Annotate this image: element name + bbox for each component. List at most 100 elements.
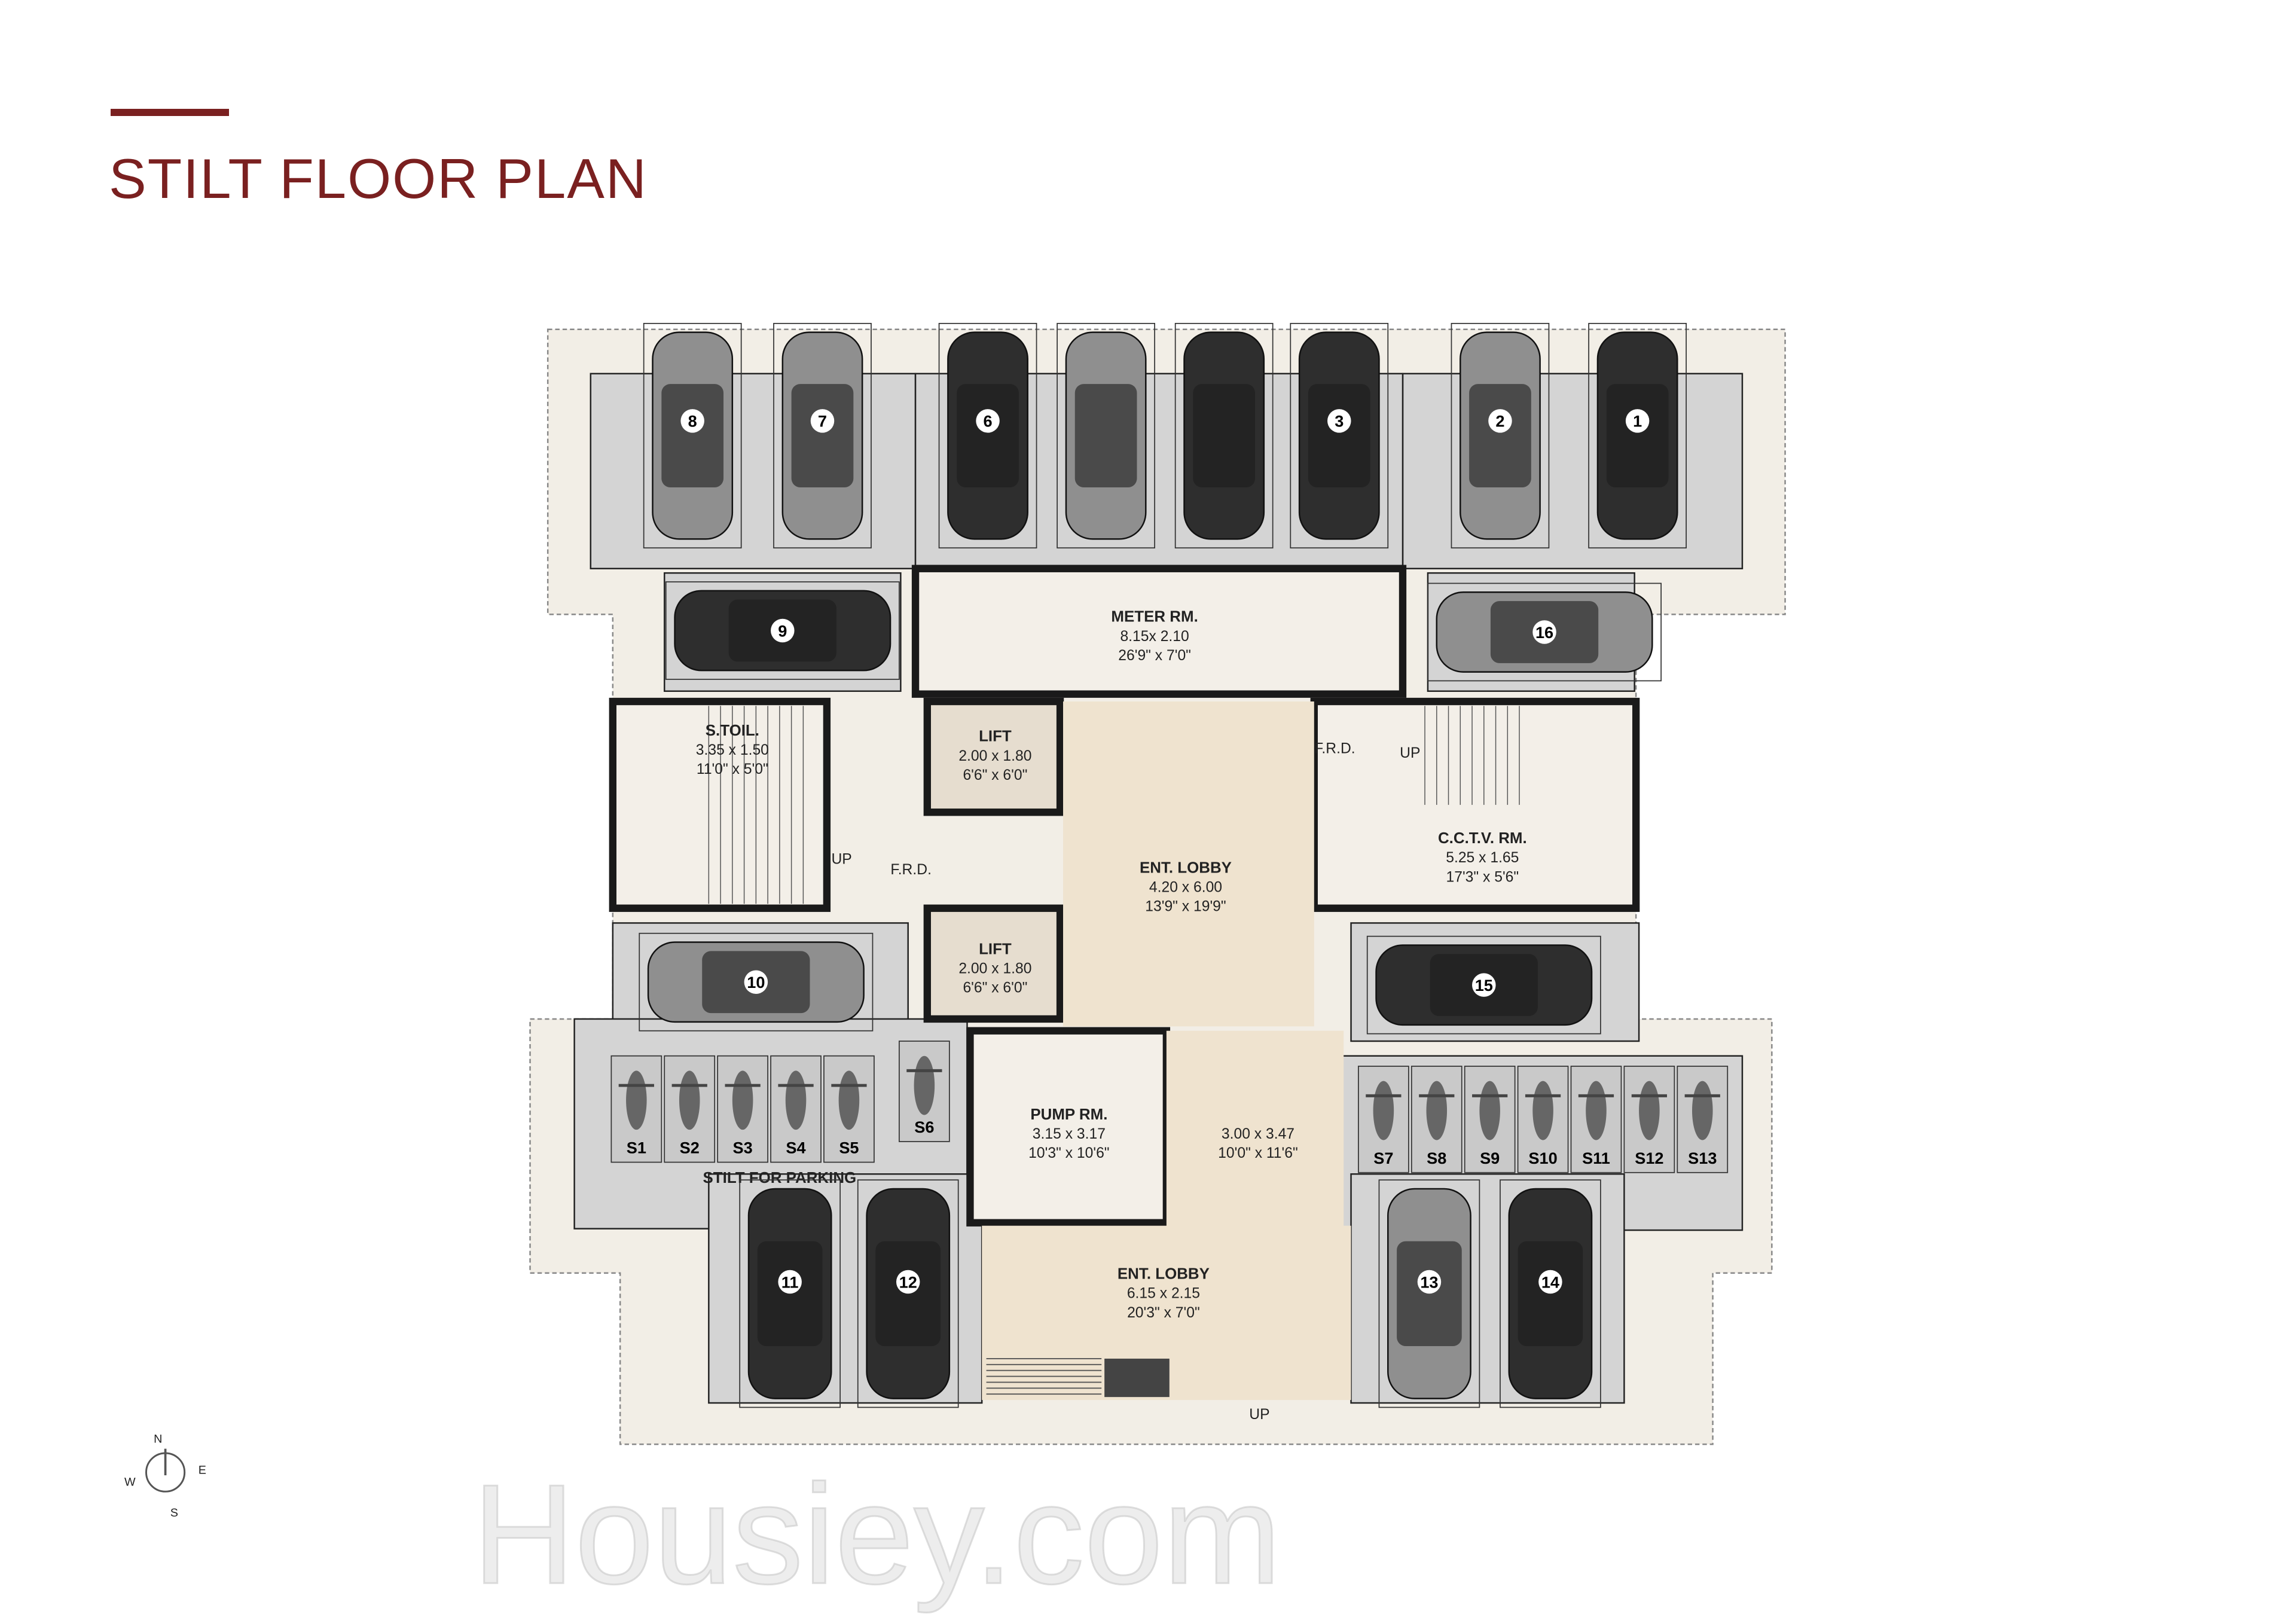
parking-bay bbox=[857, 1179, 959, 1408]
car-number: 10 bbox=[747, 973, 765, 992]
car-number-badge bbox=[1532, 620, 1556, 644]
bike-spot-label: S2 bbox=[680, 1139, 700, 1157]
car-number-badge bbox=[896, 1270, 920, 1294]
car-number-badge bbox=[1417, 1270, 1442, 1294]
motorbike-icon bbox=[679, 1070, 700, 1130]
motorbike-icon bbox=[914, 1055, 935, 1115]
car-number-badge bbox=[1625, 409, 1650, 433]
motorbike-icon bbox=[785, 1070, 807, 1130]
car-number-badge bbox=[778, 1270, 802, 1294]
car-roof bbox=[661, 384, 724, 487]
car-number: 11 bbox=[781, 1273, 799, 1291]
room-imperial-size: 11'0" x 5'0" bbox=[697, 761, 768, 777]
parking-spot-car: 16 bbox=[1427, 582, 1662, 682]
two-wheeler-spot: S3 bbox=[717, 1055, 768, 1163]
motorbike-icon bbox=[1426, 1081, 1448, 1140]
two-wheeler-spot: S9 bbox=[1464, 1066, 1516, 1173]
room-name: METER RM. bbox=[1111, 609, 1198, 626]
car-number-badge bbox=[1327, 409, 1351, 433]
parking-bay bbox=[1588, 322, 1687, 549]
up-label-bottom: UP bbox=[1249, 1407, 1269, 1423]
parking-bay bbox=[643, 322, 742, 549]
room-name: ENT. LOBBY bbox=[1140, 859, 1232, 876]
frd-label-right: F.R.D. bbox=[1314, 740, 1355, 756]
car-number-badge bbox=[771, 618, 795, 643]
bike-spot-label: S9 bbox=[1480, 1149, 1500, 1167]
two-wheeler-spot: S7 bbox=[1358, 1066, 1409, 1173]
parking-bay bbox=[739, 1179, 841, 1408]
room-imperial-size: 17'3" x 5'6" bbox=[1446, 869, 1519, 885]
parking-spot-car: 8 bbox=[643, 322, 742, 549]
two-wheeler-spot: S6 bbox=[899, 1041, 950, 1142]
car-number-badge bbox=[976, 409, 1000, 433]
room-imperial-size: 6'6" x 6'0" bbox=[963, 767, 1027, 783]
bike-spot-label: S7 bbox=[1373, 1149, 1393, 1167]
car-number-badge bbox=[680, 409, 704, 433]
bike-spot-label: S4 bbox=[786, 1139, 805, 1157]
room-name: C.C.T.V. RM. bbox=[1438, 830, 1527, 847]
car-number: 3 bbox=[1335, 412, 1344, 431]
two-wheeler-spot: S10 bbox=[1517, 1066, 1569, 1173]
parking-bay bbox=[1451, 322, 1550, 549]
parking-spot-car: 13 bbox=[1378, 1179, 1480, 1408]
two-wheeler-spot: S5 bbox=[823, 1055, 875, 1163]
car-roof bbox=[1606, 384, 1669, 487]
car-number: 2 bbox=[1495, 412, 1504, 431]
room-imperial-size: 20'3" x 7'0" bbox=[1127, 1305, 1200, 1321]
room-name: LIFT bbox=[979, 941, 1012, 957]
compass-n: N bbox=[154, 1433, 162, 1446]
car-number: 16 bbox=[1535, 623, 1553, 642]
room-metric-size: 3.00 x 3.47 bbox=[1222, 1126, 1294, 1142]
parking-spot-car: 1 bbox=[1588, 322, 1687, 549]
room-label: 3.00 x 3.47 10'0" x 11'6" bbox=[1218, 1126, 1298, 1161]
bike-spot-label: S12 bbox=[1635, 1149, 1663, 1167]
frd-label-left: F.R.D. bbox=[890, 862, 932, 878]
car-number: 12 bbox=[899, 1273, 917, 1291]
two-wheeler-spot: S4 bbox=[770, 1055, 822, 1163]
car-number: 1 bbox=[1633, 412, 1642, 431]
room-imperial-size: 10'0" x 11'6" bbox=[1218, 1145, 1298, 1161]
parking-bay bbox=[1290, 322, 1389, 549]
bike-spot-label: S8 bbox=[1427, 1149, 1446, 1167]
parking-spot-car: 14 bbox=[1500, 1179, 1601, 1408]
car-number: 15 bbox=[1475, 976, 1493, 994]
two-wheeler-spot: S13 bbox=[1677, 1066, 1729, 1173]
bike-spot-label: S3 bbox=[733, 1139, 753, 1157]
car-number: 7 bbox=[818, 412, 827, 431]
car-number: 6 bbox=[984, 412, 993, 431]
compass-e: E bbox=[199, 1464, 206, 1477]
room-metric-size: 3.15 x 3.17 bbox=[1033, 1126, 1106, 1142]
car-roof bbox=[1308, 384, 1370, 487]
motorbike-icon bbox=[838, 1070, 860, 1130]
parking-bay bbox=[1366, 935, 1601, 1035]
entrance-steps bbox=[986, 1357, 1102, 1395]
parking-spot-car: 12 bbox=[857, 1179, 959, 1408]
motorbike-icon bbox=[1639, 1081, 1660, 1140]
car-number-badge bbox=[744, 970, 768, 994]
motorbike-icon bbox=[1479, 1081, 1500, 1140]
room-metric-size: 6.15 x 2.15 bbox=[1127, 1286, 1200, 1302]
parking-bay bbox=[1057, 322, 1155, 549]
car-number-badge bbox=[810, 409, 835, 433]
page-title: STILT FLOOR PLAN bbox=[109, 147, 648, 210]
room-metric-size: 2.00 x 1.80 bbox=[958, 748, 1031, 764]
up-label-right: UP bbox=[1400, 745, 1420, 761]
car-roof bbox=[1397, 1241, 1462, 1346]
parking-bay bbox=[1378, 1179, 1480, 1408]
motorbike-icon bbox=[626, 1070, 647, 1130]
two-wheeler-spot: S8 bbox=[1410, 1066, 1463, 1173]
parking-spot-car: 11 bbox=[739, 1179, 841, 1408]
car-roof bbox=[1074, 384, 1137, 487]
room-name: S.TOIL. bbox=[706, 722, 759, 739]
car-number-badge bbox=[1472, 973, 1496, 997]
car-number-badge bbox=[1488, 409, 1512, 433]
bike-spot-label: S10 bbox=[1528, 1149, 1557, 1167]
